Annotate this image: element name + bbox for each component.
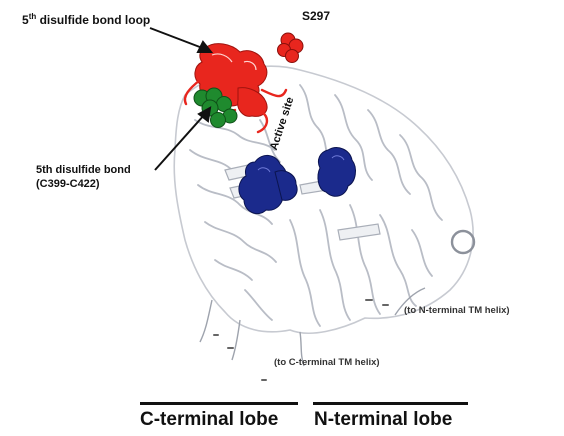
bond-label-line2: (C399-C422) [36,178,100,190]
residue-label: S297 [302,10,330,23]
s297-residue [278,33,304,63]
loop-label-prefix: 5 [22,13,29,27]
c-terminal-tm-label: (to C-terminal TM helix) [274,358,380,368]
loop-arrow [150,28,211,52]
bond-label-line1: 5th disulfide bond [36,164,131,176]
loop-label-rest: disulfide bond loop [36,13,150,27]
n-terminal-lobe-label: N-terminal lobe [314,410,452,431]
lobe-bars [140,402,468,405]
n-terminal-tm-label: (to N-terminal TM helix) [404,306,510,316]
loop-label: 5th disulfide bond loop [22,14,150,27]
c-terminal-lobe-label: C-terminal lobe [140,410,278,431]
